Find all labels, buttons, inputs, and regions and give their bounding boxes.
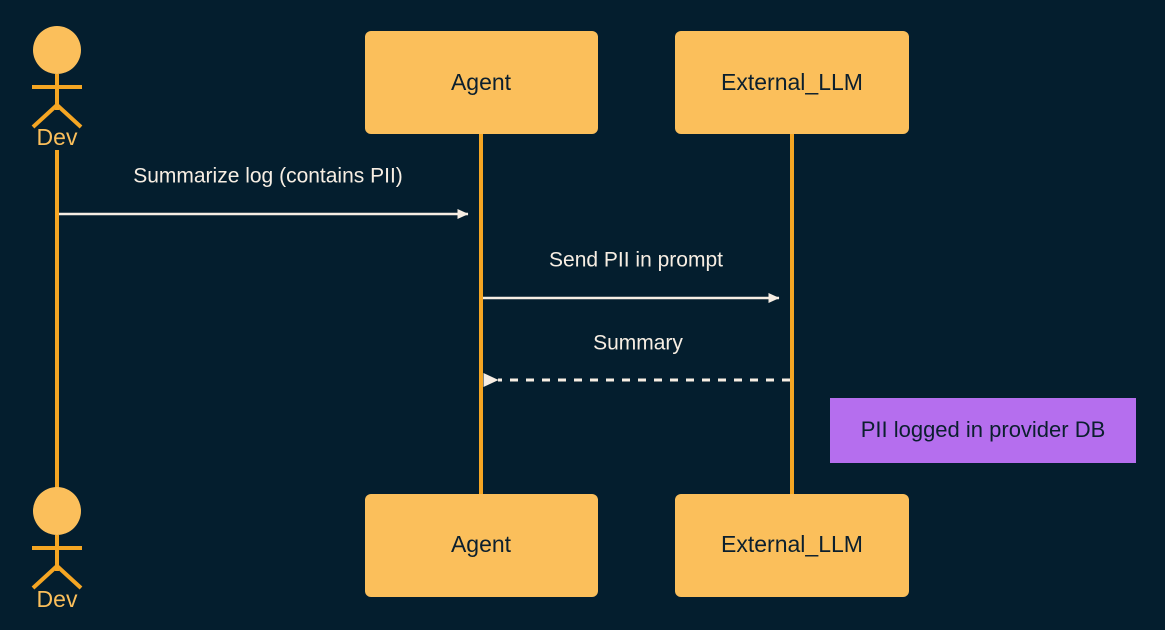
- participant-external-llm-top[interactable]: External_LLM: [675, 31, 909, 134]
- participant-agent-bottom[interactable]: Agent: [365, 494, 598, 597]
- actor-label-dev-top: Dev: [37, 124, 78, 150]
- participant-label-agent-bottom: Agent: [451, 531, 512, 557]
- message-1-summarize-log[interactable]: Summarize log (contains PII): [59, 165, 469, 219]
- actor-head-icon: [33, 26, 81, 74]
- participant-box: [365, 31, 598, 134]
- actor-label-dev-bottom: Dev: [37, 586, 78, 612]
- actor-leg-right-line: [55, 564, 83, 590]
- participant-label-external-llm-bottom: External_LLM: [721, 531, 863, 557]
- message-2-send-pii-in-prompt[interactable]: Send PII in prompt: [483, 249, 780, 303]
- note-label: PII logged in provider DB: [861, 417, 1106, 442]
- participant-label-agent-top: Agent: [451, 69, 512, 95]
- message-label: Summarize log (contains PII): [133, 165, 403, 188]
- actor-dev-top[interactable]: Dev: [31, 26, 83, 150]
- participant-label-external-llm-top: External_LLM: [721, 69, 863, 95]
- participant-agent-top[interactable]: Agent: [365, 31, 598, 134]
- participant-box: [675, 494, 909, 597]
- participant-box: [675, 31, 909, 134]
- actor-head-icon: [33, 487, 81, 535]
- actor-leg-left-line: [31, 103, 59, 129]
- note-box: [830, 398, 1136, 463]
- actor-leg-left-line: [31, 564, 59, 590]
- note-pii-logged-in-provider-db[interactable]: PII logged in provider DB: [830, 398, 1136, 463]
- message-label: Send PII in prompt: [549, 249, 723, 272]
- actor-leg-right-line: [55, 103, 83, 129]
- lifelines-group: [55, 134, 794, 495]
- actor-dev-bottom[interactable]: Dev: [31, 487, 83, 612]
- message-label: Summary: [593, 332, 683, 355]
- message-3-summary[interactable]: Summary: [483, 332, 790, 387]
- participant-box: [365, 494, 598, 597]
- participant-external-llm-bottom[interactable]: External_LLM: [675, 494, 909, 597]
